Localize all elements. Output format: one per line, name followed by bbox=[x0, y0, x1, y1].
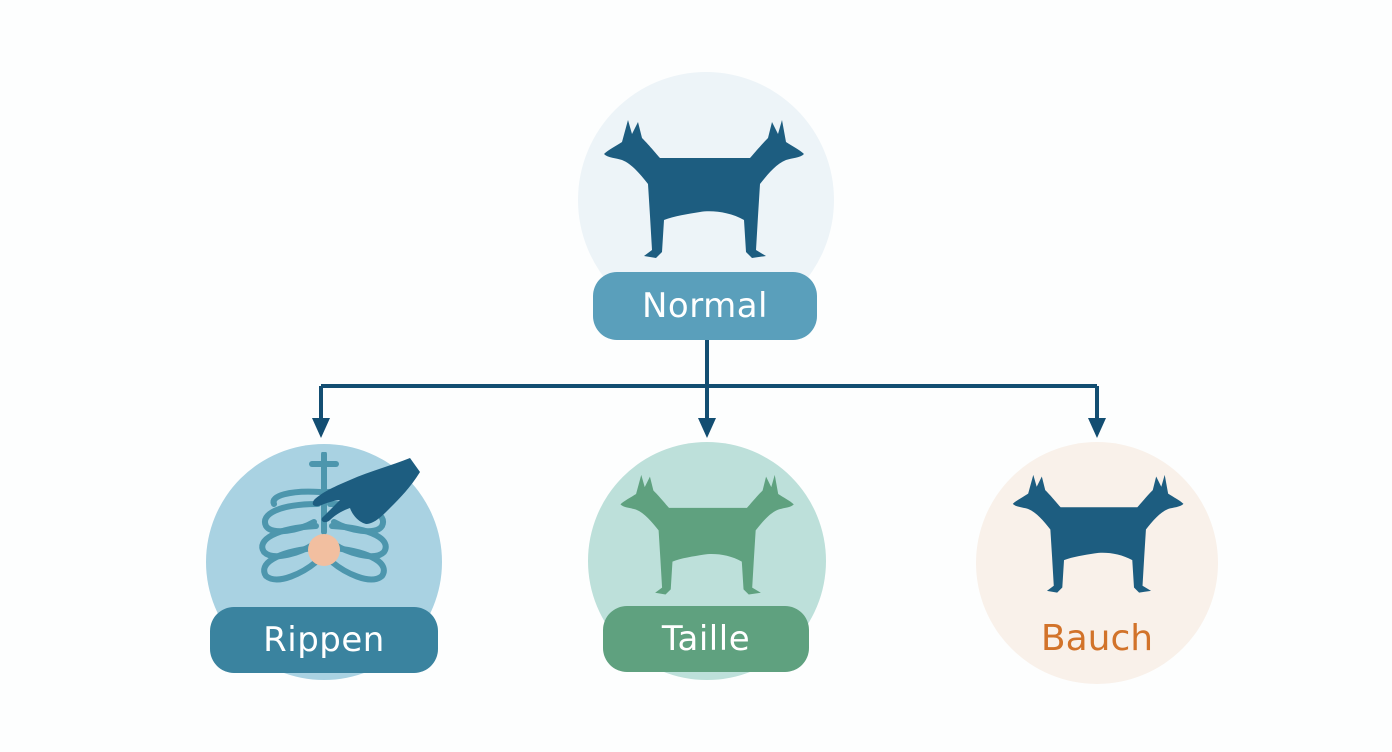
rippen-label: Rippen bbox=[210, 607, 438, 673]
bauch-label: Bauch bbox=[1040, 617, 1154, 659]
normal-label: Normal bbox=[593, 272, 817, 340]
dog-silhouette-icon bbox=[1012, 474, 1184, 593]
bauch-circle bbox=[976, 442, 1218, 684]
dog-silhouette-icon bbox=[620, 474, 794, 595]
ribcage-hand-icon bbox=[259, 452, 420, 583]
taille-label: Taille bbox=[603, 606, 809, 672]
dog-silhouette-icon bbox=[604, 120, 804, 258]
